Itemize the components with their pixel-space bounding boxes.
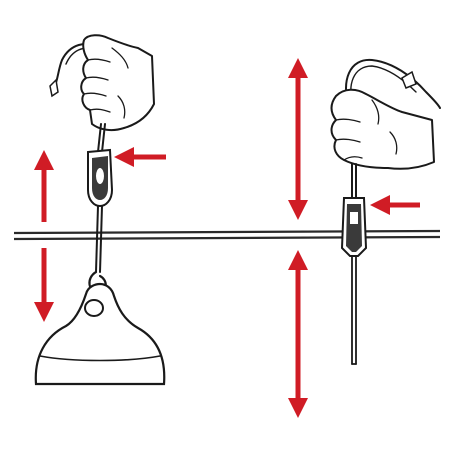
rail [13, 229, 441, 241]
boat-fender-icon [34, 282, 166, 386]
rope-tail-right [345, 58, 441, 111]
hand-icon [80, 34, 155, 132]
hand-icon [330, 88, 435, 170]
right-assembly [330, 58, 441, 365]
rope-clip-icon [87, 148, 114, 208]
left-assembly [34, 34, 166, 386]
rope-clip-icon [340, 197, 368, 257]
red-arrow-icon [34, 58, 420, 418]
rope-knot-left [49, 78, 59, 98]
rope-knot-right [401, 70, 417, 89]
